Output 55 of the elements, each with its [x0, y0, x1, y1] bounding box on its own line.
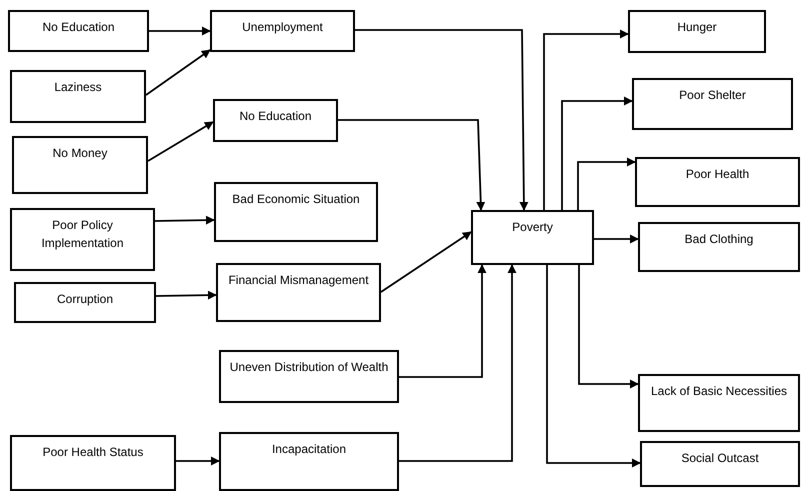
- process-box: [635, 157, 800, 207]
- box-label: Financial Mismanagement: [228, 272, 369, 289]
- box-label: Hunger: [677, 19, 717, 36]
- process-box: [8, 10, 149, 52]
- arrow: [145, 49, 211, 96]
- box-label: No Education: [239, 108, 312, 125]
- arrow: [594, 234, 639, 244]
- process-box: [14, 282, 156, 323]
- box-label: Poor Shelter: [679, 87, 746, 104]
- arrow: [399, 264, 516, 462]
- process-box: [632, 78, 793, 130]
- arrow: [176, 456, 220, 466]
- process-box: [219, 350, 399, 403]
- arrow: [577, 158, 636, 210]
- process-box: [12, 136, 148, 194]
- process-box: [10, 435, 176, 491]
- process-box: [471, 210, 594, 265]
- box-label: Social Outcast: [681, 450, 759, 467]
- process-box: [638, 374, 800, 432]
- arrow: [546, 265, 641, 468]
- box-label: Poor Policy Implementation: [40, 217, 125, 252]
- arrow: [355, 29, 528, 211]
- process-box: [640, 441, 800, 487]
- arrow: [561, 96, 633, 210]
- arrow: [399, 264, 486, 378]
- box-label: No Education: [42, 19, 115, 36]
- process-box: [214, 182, 378, 242]
- box-label: Incapacitation: [272, 441, 346, 458]
- arrow: [578, 265, 639, 388]
- box-label: Poor Health: [686, 166, 750, 183]
- process-box: [213, 99, 338, 142]
- process-box: [638, 222, 800, 272]
- arrow: [543, 30, 629, 210]
- process-box: [10, 208, 155, 271]
- box-label: Unemployment: [242, 19, 323, 36]
- process-box: [210, 10, 355, 52]
- process-box: [219, 432, 399, 491]
- box-label: Poverty: [512, 219, 553, 236]
- box-label: Laziness: [54, 79, 102, 96]
- box-label: Uneven Distribution of Wealth: [230, 359, 388, 376]
- arrow: [338, 119, 486, 211]
- arrow: [380, 231, 472, 293]
- box-label: Lack of Basic Necessities: [650, 383, 788, 400]
- box-label: No Money: [52, 145, 108, 162]
- arrow: [148, 121, 214, 162]
- box-label: Poor Health Status: [42, 444, 144, 461]
- arrow: [156, 290, 217, 300]
- arrow: [149, 26, 211, 36]
- arrow: [154, 216, 215, 225]
- box-label: Corruption: [56, 291, 114, 308]
- box-label: Bad Economic Situation: [232, 191, 360, 208]
- box-label: Bad Clothing: [684, 231, 754, 248]
- process-box: [216, 263, 381, 322]
- process-box: [628, 10, 766, 53]
- process-box: [10, 70, 146, 123]
